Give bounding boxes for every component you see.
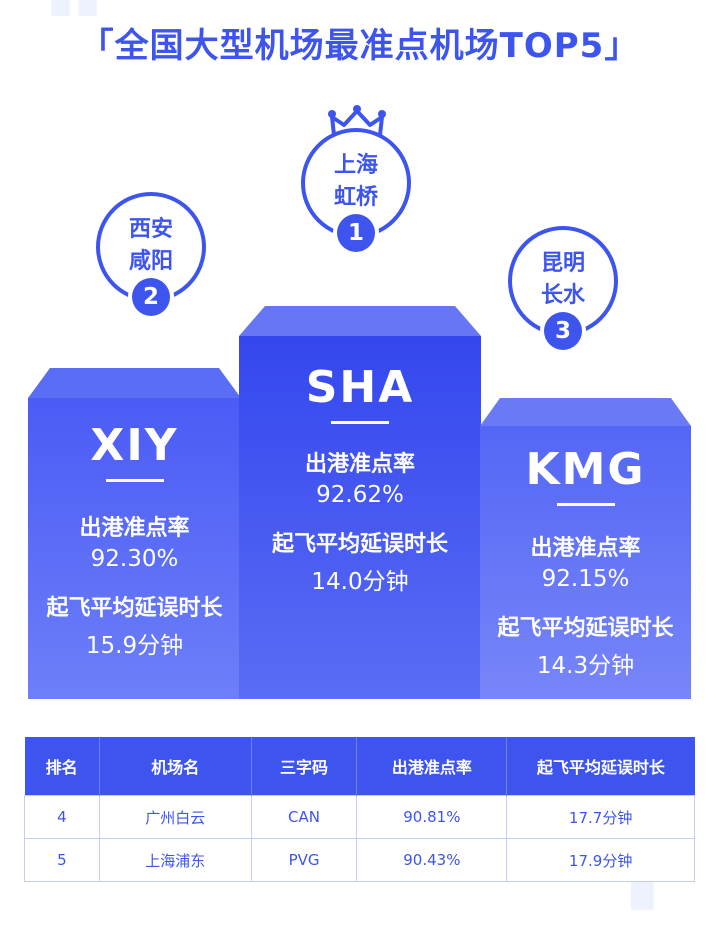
ontime-label: 出港准点率 [79,516,190,541]
table-cell: 4 [24,795,100,839]
delay-value: 14.3分钟 [536,653,635,679]
podium-code-wrap: XIY [28,398,241,482]
medal-name-line2: 虹桥 [333,185,378,210]
podium-front-face: XIY 出港准点率 92.30% 起飞平均延误时长 15.9分钟 [28,398,241,699]
table-cell: 17.9分钟 [506,838,695,882]
podium-code-wrap: SHA [239,336,481,424]
table-row: 5 上海浦东 PVG 90.43% 17.9分钟 [24,838,695,882]
code-underline [331,421,389,424]
podium-block-rank-3: KMG 出港准点率 92.15% 起飞平均延误时长 14.3分钟 [480,398,691,699]
ontime-value: 92.30% [90,546,179,572]
ontime-label: 出港准点率 [530,536,641,561]
column-header: 出港准点率 [356,737,508,796]
column-header: 排名 [24,737,100,796]
podium-front-face: KMG 出港准点率 92.15% 起飞平均延误时长 14.3分钟 [480,426,691,699]
table-header-row: 排名 机场名 三字码 出港准点率 起飞平均延误时长 [24,737,695,796]
page-title: 「全国大型机场最准点机场TOP5」 [79,26,640,66]
rank-badge: 2 [132,278,170,316]
table-cell: 广州白云 [98,795,252,839]
column-header: 起飞平均延误时长 [506,737,695,796]
podium-code-wrap: KMG [480,426,691,506]
medal-airport-name: 昆明 长水 [508,248,618,312]
code-underline [556,503,615,506]
column-header: 三字码 [251,737,358,796]
code-underline [105,479,164,482]
medal-airport-name: 上海 虹桥 [301,150,411,214]
medal-airport-name: 西安 咸阳 [96,214,206,278]
medal-rank-1: 上海 虹桥 1 [301,128,411,252]
ontime-value: 92.62% [316,482,404,508]
podium-top-face [28,368,241,398]
rank-badge: 1 [337,214,375,252]
table-cell: CAN [250,795,358,839]
delay-label: 起飞平均延误时长 [271,532,448,557]
delay-value: 15.9分钟 [85,633,184,659]
column-header: 机场名 [99,737,252,796]
table-cell: 上海浦东 [98,838,252,882]
podium-top-face [239,306,481,336]
table-cell: 90.43% [356,838,508,882]
decor-watermark-top: “ [40,0,113,88]
ontime-label: 出港准点率 [304,452,415,477]
airport-code: KMG [525,444,646,495]
podium-top-face [480,398,691,426]
podium-front-face: SHA 出港准点率 92.62% 起飞平均延误时长 14.0分钟 [239,336,481,699]
table-cell: 17.7分钟 [506,795,695,839]
medal-rank-3: 昆明 长水 3 [508,226,618,350]
delay-value: 14.0分钟 [311,569,409,595]
airport-code: XIY [90,420,179,471]
rank-badge: 3 [544,312,582,350]
medal-rank-2: 西安 咸阳 2 [96,192,206,316]
medal-name-line1: 上海 [333,153,378,178]
ontime-value: 92.15% [541,566,630,592]
delay-label: 起飞平均延误时长 [46,596,223,621]
table-row: 4 广州白云 CAN 90.81% 17.7分钟 [24,795,695,839]
ranking-table: 排名 机场名 三字码 出港准点率 起飞平均延误时长 4 广州白云 CAN 90.… [24,737,695,882]
table-cell: 90.81% [356,795,508,839]
medal-name-line1: 昆明 [540,251,585,276]
podium-block-rank-1: SHA 出港准点率 92.62% 起飞平均延误时长 14.0分钟 [239,306,481,699]
delay-label: 起飞平均延误时长 [497,616,674,641]
table-cell: PVG [250,838,358,882]
airport-code: SHA [305,362,415,413]
medal-name-line2: 咸阳 [128,249,173,274]
medal-name-line2: 长水 [540,283,585,308]
medal-name-line1: 西安 [128,217,173,242]
table-cell: 5 [24,838,100,882]
podium-block-rank-2: XIY 出港准点率 92.30% 起飞平均延误时长 15.9分钟 [28,368,241,699]
